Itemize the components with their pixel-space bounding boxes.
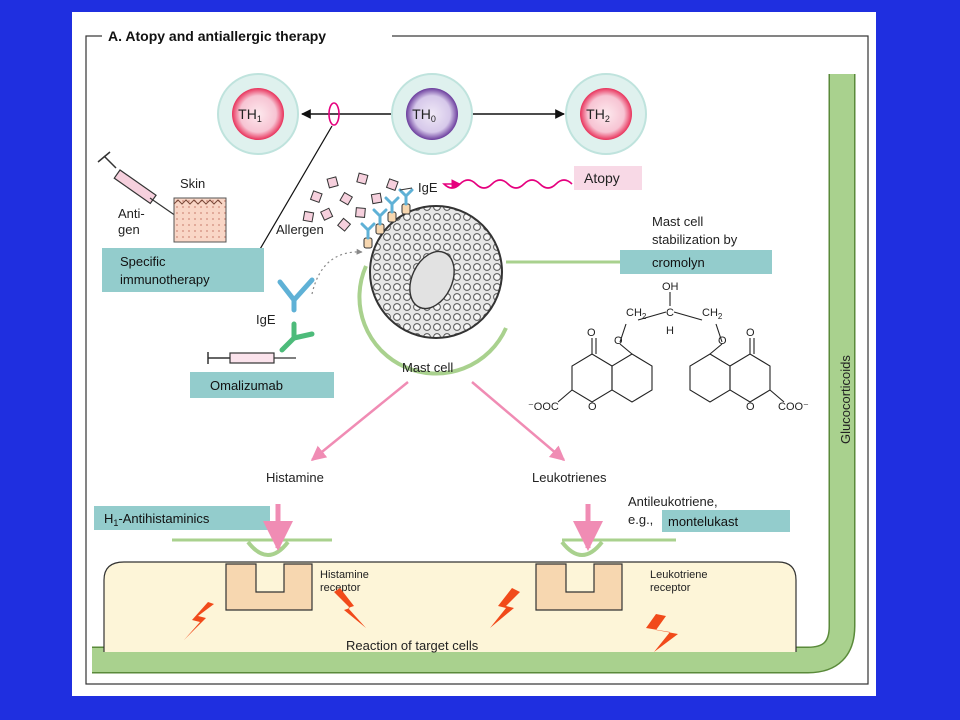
mast-cell-nucleus (409, 250, 455, 310)
reaction-label: Reaction of target cells (346, 638, 479, 653)
antihistaminics-sub: 1 (113, 518, 118, 528)
leukotriene-receptor (535, 563, 623, 611)
svg-text:TH2: TH2 (586, 106, 610, 124)
figure-title: A. Atopy and antiallergic therapy (108, 28, 326, 44)
svg-text:TH0: TH0 (412, 106, 436, 124)
figure-panel: A. Atopy and antiallergic therapy Glucoc… (72, 12, 876, 696)
leukotrienes-label: Leukotrienes (532, 470, 607, 485)
svg-text:CH2: CH2 (702, 307, 723, 321)
chem-ch2-right: CH (702, 307, 718, 319)
atopy-wave-arrow (442, 179, 573, 189)
th1-label: TH (238, 106, 257, 122)
antileukotriene-prefix: e.g., (628, 512, 653, 527)
target-cell-region (103, 561, 797, 652)
chem-sub-left: 2 (642, 312, 647, 321)
mast-cell-label: Mast cell (402, 360, 453, 375)
skin-label: Skin (180, 176, 205, 191)
omalizumab-syringe-icon (207, 352, 296, 364)
chem-o-right-ether: O (718, 335, 727, 347)
antigen-label-2: gen (118, 222, 140, 237)
atopy-diagram: A. Atopy and antiallergic therapy Glucoc… (85, 26, 869, 685)
cromolyn-structure (557, 292, 785, 403)
bound-ige-icons (360, 188, 414, 240)
th0-label: TH (412, 106, 431, 122)
antihistaminics-box (94, 506, 270, 530)
leukotriene-release-arrow (471, 381, 566, 461)
th0-sub: 0 (431, 114, 436, 124)
chem-o-right-ring: O (746, 401, 755, 413)
antileukotriene-label: Antileukotriene, (628, 494, 718, 509)
montelukast-box (662, 510, 790, 532)
leukotriene-receptor-label-2: receptor (650, 582, 691, 594)
chem-ooc: ⁻OOC (528, 401, 559, 413)
th1-sub: 1 (257, 114, 262, 124)
bolt-icon (184, 602, 214, 640)
th2-sub: 2 (605, 114, 610, 124)
montelukast-label: montelukast (668, 514, 738, 529)
immunotherapy-label: Specific (120, 254, 166, 269)
chem-sub-right: 2 (718, 312, 723, 321)
atopy-box (574, 166, 642, 190)
antigen-label: Anti- (118, 206, 145, 221)
ige-antibody-icon (277, 277, 315, 313)
cromolyn-label-2: stabilization by (652, 232, 738, 247)
block-ring-icon (328, 102, 340, 126)
atopy-label: Atopy (584, 170, 620, 186)
chem-h: H (666, 325, 674, 337)
bolt-icon (490, 588, 520, 628)
bolt-icon (334, 588, 366, 628)
fc-receptors (363, 203, 411, 249)
immunotherapy-box (102, 248, 264, 292)
svg-text:H1-Antihistaminics: H1-Antihistaminics (104, 511, 210, 528)
chem-o-left-ether: O (614, 335, 623, 347)
chem-coo: COO⁻ (778, 401, 809, 413)
ige-top-label: IgE (418, 180, 438, 195)
reaction-bolts (184, 588, 678, 652)
ige-binding-arrow (311, 248, 363, 295)
glucocorticoids-band (92, 74, 854, 672)
figure-frame (85, 35, 869, 685)
histamine-receptor (225, 563, 313, 611)
svg-text:CH2: CH2 (626, 307, 647, 321)
skin-sample (173, 197, 227, 243)
chem-o-left-ring: O (588, 401, 597, 413)
histamine-label: Histamine (266, 470, 324, 485)
immunotherapy-link (255, 125, 333, 257)
allergen-particles (302, 172, 399, 232)
omalizumab-label: Omalizumab (210, 378, 283, 393)
bolt-icon (646, 614, 678, 652)
histamine-receptor-label: Histamine (320, 569, 369, 581)
antihistaminic-cup (246, 540, 290, 557)
chem-c: C (666, 307, 674, 319)
antihistaminics-label: H (104, 511, 113, 526)
ige-left-label: IgE (256, 312, 276, 327)
th2-label: TH (586, 106, 605, 122)
chem-ch2-left: CH (626, 307, 642, 319)
glucocorticoids-label: Glucocorticoids (838, 355, 853, 444)
immunotherapy-label-2: immunotherapy (120, 272, 210, 287)
histamine-receptor-label-2: receptor (320, 582, 361, 594)
cromolyn-box (620, 250, 772, 274)
chem-o-right-keto: O (746, 327, 755, 339)
syringe-icon (97, 151, 177, 217)
omalizumab-antibody-icon (279, 321, 315, 353)
th0-cell: TH0 (391, 73, 473, 155)
allergen-label: Allergen (276, 222, 324, 237)
svg-text:TH1: TH1 (238, 106, 262, 124)
antihistaminics-rest: -Antihistaminics (118, 511, 210, 526)
th2-cell: TH2 (565, 73, 647, 155)
cromolyn-label-1: Mast cell (652, 214, 703, 229)
th1-cell: TH1 (217, 73, 299, 155)
leukotriene-receptor-label: Leukotriene (650, 569, 708, 581)
chem-oh: OH (662, 281, 679, 293)
omalizumab-box (190, 372, 334, 398)
cromolyn-label-3: cromolyn (652, 255, 705, 270)
antileukotriene-cup (560, 540, 604, 557)
histamine-release-arrow (310, 381, 409, 461)
cromolyn-cup (357, 265, 508, 376)
chem-o-left-keto: O (587, 327, 596, 339)
